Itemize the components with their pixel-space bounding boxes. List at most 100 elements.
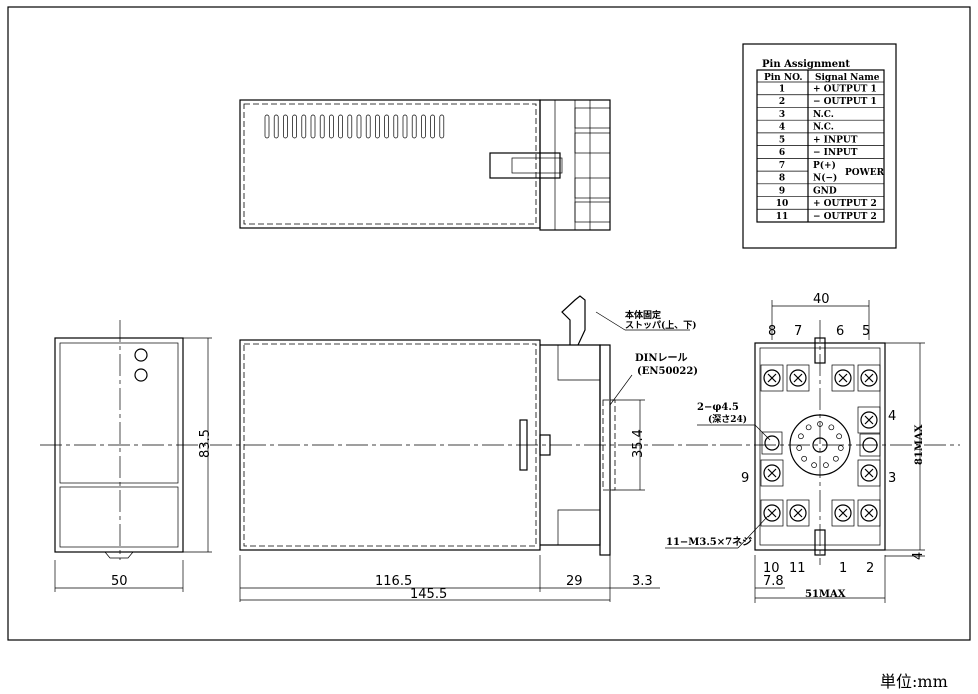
terminal-screw-icon (857, 364, 881, 392)
vent-slot (421, 114, 426, 139)
drawing-frame (7, 6, 971, 641)
din-note-2: (EN50022) (637, 366, 698, 377)
terminal-screw-icon (760, 499, 784, 527)
pin-label-10: 10 (763, 561, 780, 576)
din-note-1: DINレール (635, 353, 688, 364)
terminal-screw-icon (857, 459, 881, 487)
dim-socket-height: 81MAX (914, 424, 925, 465)
pin-number: 2 (779, 97, 785, 107)
dim-socket-offset: 4 (911, 552, 926, 560)
terminal-screw-icon (760, 364, 784, 392)
vent-slot (402, 114, 408, 139)
pin-table-row: 6− INPUT (779, 148, 858, 158)
terminal-screw-icon (857, 499, 881, 527)
stopper-note-2: ストッパ(上、下) (625, 319, 697, 331)
terminal-screw-icon (786, 364, 810, 392)
pin-table-row: 9 GND (779, 186, 837, 196)
pin-number: 8 (779, 174, 785, 184)
pin-hole (836, 433, 842, 440)
vent-slot (310, 114, 316, 139)
vent-slot (283, 114, 288, 139)
vent-slot (338, 114, 343, 139)
terminal-screw-icon (831, 364, 855, 392)
pin-hole (833, 455, 839, 462)
signal-name: N.C. (813, 123, 834, 133)
pin-hole (798, 433, 804, 440)
terminal-screw-icon (760, 459, 784, 487)
hole-note-2: (深さ24) (708, 413, 747, 425)
pin-label-11: 11 (789, 561, 806, 576)
pin-table-row: 1 + OUTPUT 1 (779, 85, 877, 95)
dim-rail-depth: 3.3 (632, 574, 653, 589)
pin-table-row: 11 − OUTPUT 2 (776, 212, 877, 222)
signal-name: − OUTPUT 2 (813, 212, 877, 222)
terminal-screw-icon (831, 499, 855, 527)
vent-slot (292, 114, 297, 139)
dim-rail-width: 35.4 (631, 429, 646, 458)
dim-body-depth: 116.5 (375, 574, 412, 589)
vent-slot (375, 114, 380, 139)
pin-label-5: 5 (862, 324, 870, 339)
pin-table-title: Pin Assignment (762, 59, 850, 70)
signal-name: + INPUT (813, 135, 858, 145)
pin-hole (828, 424, 835, 431)
terminal-screw-icon (786, 499, 810, 527)
pin-label-9: 9 (741, 471, 749, 486)
pin-table-row: 5 + INPUT (779, 135, 858, 145)
pin-hole (811, 462, 817, 468)
vent-slot (273, 114, 279, 139)
dim-socket-depth: 29 (566, 574, 583, 589)
pin-hole (823, 462, 829, 468)
pin-number: 10 (776, 199, 789, 209)
dim-pin-offset: 7.8 (763, 574, 784, 589)
pin-assignment-table: Pin Assignment Pin NO. Signal Name 1 + OU… (742, 43, 897, 249)
vent-slot (301, 114, 307, 139)
pin-number: 5 (779, 135, 785, 145)
socket-view (665, 300, 925, 603)
pin-label-2: 2 (866, 561, 874, 576)
pin-number: 3 (779, 110, 785, 120)
signal-name: − INPUT (813, 148, 858, 158)
pin-number: 11 (776, 212, 789, 222)
pin-hole (801, 455, 807, 462)
stopper-note-1: 本体固定 (625, 309, 662, 321)
vent-slot (439, 114, 445, 139)
unit-label: 単位:mm (880, 672, 948, 691)
dim-total-depth: 145.5 (410, 587, 447, 602)
signal-name: + OUTPUT 1 (813, 85, 877, 95)
pin-number: 9 (779, 186, 785, 196)
signal-name: P(+) (813, 160, 836, 171)
dim-front-width: 50 (111, 574, 128, 589)
vent-slot (356, 114, 362, 139)
pin-table-header-signal: Signal Name (815, 73, 880, 83)
pin-table-header-pin: Pin NO. (764, 73, 803, 83)
pin-hole (796, 445, 803, 451)
pin-label-4: 4 (888, 409, 896, 424)
vent-slot (347, 114, 353, 139)
hole-note-1: 2−φ4.5 (697, 402, 739, 413)
signal-name: GND (813, 186, 837, 196)
vent-slot (430, 114, 435, 139)
vent-slot (319, 114, 325, 139)
pin-label-8: 8 (768, 324, 776, 339)
pin-number: 1 (779, 85, 785, 95)
pin-table-row: 7 P(+) (779, 160, 836, 171)
signal-name: + OUTPUT 2 (813, 199, 877, 209)
pin-number: 7 (779, 161, 785, 171)
signal-name: N(−) (813, 173, 837, 184)
vent-slot (329, 114, 334, 139)
front-view (54, 320, 212, 592)
vent-slot (411, 114, 417, 139)
pin-table-row: 8 N(−) (779, 173, 837, 184)
pin-table-row: 2− OUTPUT 1 (779, 97, 877, 107)
top-view (239, 99, 611, 231)
power-label: POWER (845, 168, 885, 178)
pin-label-1: 1 (839, 561, 847, 576)
dim-socket-pitch: 40 (813, 292, 830, 307)
dim-height: 83.5 (198, 429, 213, 458)
vent-slot (365, 114, 371, 139)
vent-slot (384, 114, 389, 139)
screw-note: 11−M3.5×7ネジ (666, 536, 752, 548)
